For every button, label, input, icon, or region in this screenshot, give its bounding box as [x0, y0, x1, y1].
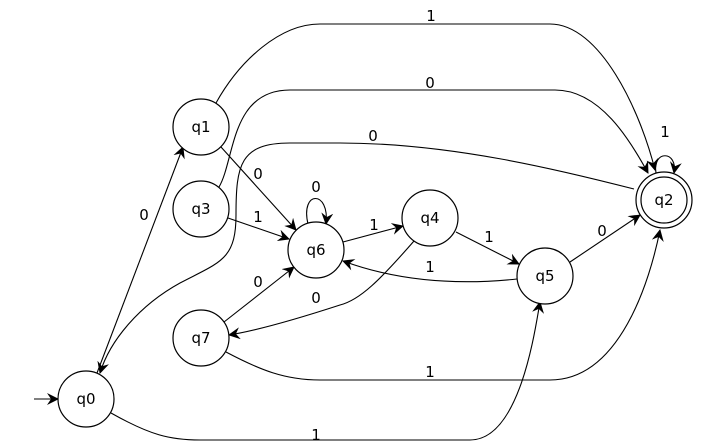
transition-q4-q7	[228, 240, 415, 340]
transition-q1-q6	[220, 146, 297, 231]
state-q2: q2	[635, 171, 693, 229]
transition-label-q7-q6: 0	[253, 273, 263, 291]
transition-label-q6-q4: 1	[369, 216, 379, 234]
transition-label-q4-q5: 1	[484, 228, 494, 246]
state-q0: q0	[57, 370, 115, 428]
state-q4: q4	[401, 189, 459, 247]
state-circle	[57, 370, 115, 428]
state-label: q3	[191, 200, 210, 218]
transition-label-q0-q1: 0	[139, 206, 149, 224]
transition-q6-q6	[306, 197, 334, 225]
state-label: q2	[654, 191, 673, 209]
transition-q3-q6	[227, 217, 290, 242]
transition-q2-q0	[97, 142, 635, 374]
transition-q5-q6	[342, 259, 518, 283]
transition-label-q3-q2: 0	[425, 74, 435, 92]
state-label: q6	[306, 241, 325, 259]
transition-label-q1-q6: 0	[253, 165, 263, 183]
transition-label-q2-q2: 1	[660, 123, 670, 141]
transition-q2-q2	[655, 155, 682, 174]
transition-q3-q2	[218, 89, 649, 188]
transition-q6-q4	[342, 223, 404, 243]
transition-label-q2-q0: 0	[368, 127, 378, 145]
transition-label-q4-q7: 0	[311, 289, 321, 307]
accepting-ring	[640, 176, 688, 224]
transition-q7-q2	[225, 229, 664, 381]
transition-label-q0-q5: 1	[311, 426, 321, 444]
transition-label-q3-q6: 1	[253, 208, 263, 226]
transition-q4-q5	[455, 231, 520, 265]
state-circle	[287, 221, 345, 279]
transition-q0-q5	[110, 301, 544, 441]
state-circle	[172, 180, 230, 238]
transition-q5-q2	[569, 214, 641, 263]
state-circle	[516, 247, 574, 305]
state-label: q1	[191, 118, 210, 136]
state-q1: q1	[172, 98, 230, 156]
state-q7: q7	[172, 309, 230, 367]
transition-label-q5-q2: 0	[597, 222, 607, 240]
transition-q7-q6	[223, 266, 295, 323]
state-label: q0	[76, 390, 95, 408]
transition-label-q6-q6: 0	[311, 178, 321, 196]
state-label: q7	[191, 329, 210, 347]
state-q5: q5	[516, 247, 574, 305]
transition-q1-q2	[215, 23, 659, 171]
transition-label-q5-q6: 1	[425, 258, 435, 276]
transition-label-q1-q2: 1	[426, 7, 436, 25]
state-circle	[172, 98, 230, 156]
state-circle	[172, 309, 230, 367]
state-label: q5	[535, 267, 554, 285]
state-q3: q3	[172, 180, 230, 238]
transition-label-q7-q2: 1	[425, 363, 435, 381]
transition-q0-q1	[96, 146, 185, 374]
state-q6: q6	[287, 221, 345, 279]
state-label: q4	[420, 209, 439, 227]
state-circle	[401, 189, 459, 247]
